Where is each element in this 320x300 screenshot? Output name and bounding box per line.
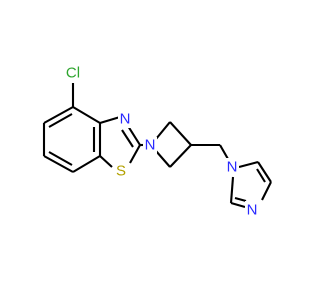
imidazole-n3-atom-label: N <box>247 202 258 219</box>
bond-azetidine-ch2-top-ch <box>169 121 192 146</box>
bond-c6-c7 <box>43 155 74 173</box>
bond-c4-c3a <box>72 106 101 124</box>
bond-ch2-n-imidazole <box>219 144 229 160</box>
bond-c6-c7-inner <box>48 151 73 166</box>
bond-c2-n1 <box>229 176 235 204</box>
bond-azetidine-ch-ch2-bottom <box>169 144 192 168</box>
thiazole-nitrogen-atom-label: N <box>120 111 131 128</box>
bond-s1-c7a <box>99 155 113 168</box>
bond-c5-c4-inner <box>256 168 266 183</box>
bond-c5-c4 <box>257 161 272 183</box>
bond-lines <box>42 83 272 209</box>
bond-n3-c2 <box>127 125 141 146</box>
bond-c2-s1 <box>129 144 141 164</box>
bond-n1-c5 <box>238 160 259 169</box>
imidazole-n1-atom-label: N <box>227 159 238 176</box>
bond-n3-c2 <box>230 201 246 209</box>
bond-c4-c5-inner <box>48 113 73 128</box>
bond-azetidine-ch2-bottom-n <box>155 150 171 168</box>
molecule-structure-diagram: Cl N S N N N <box>42 64 272 219</box>
bond-c4-n3 <box>261 181 272 201</box>
bond-c7-c7a <box>72 155 101 173</box>
sulfur-atom-label: S <box>116 163 126 180</box>
bond-c3a-n3 <box>99 115 121 125</box>
bond-azetidine-n-ch2-top <box>155 121 171 140</box>
chlorine-atom-label: Cl <box>66 65 80 82</box>
bond-n3-c2-inner <box>121 129 134 148</box>
bond-n3-c2-inner <box>234 196 247 203</box>
azetidine-nitrogen-atom-label: N <box>145 137 156 154</box>
bond-c4-c5 <box>43 106 74 124</box>
atom-labels: Cl N S N N N <box>62 64 259 219</box>
